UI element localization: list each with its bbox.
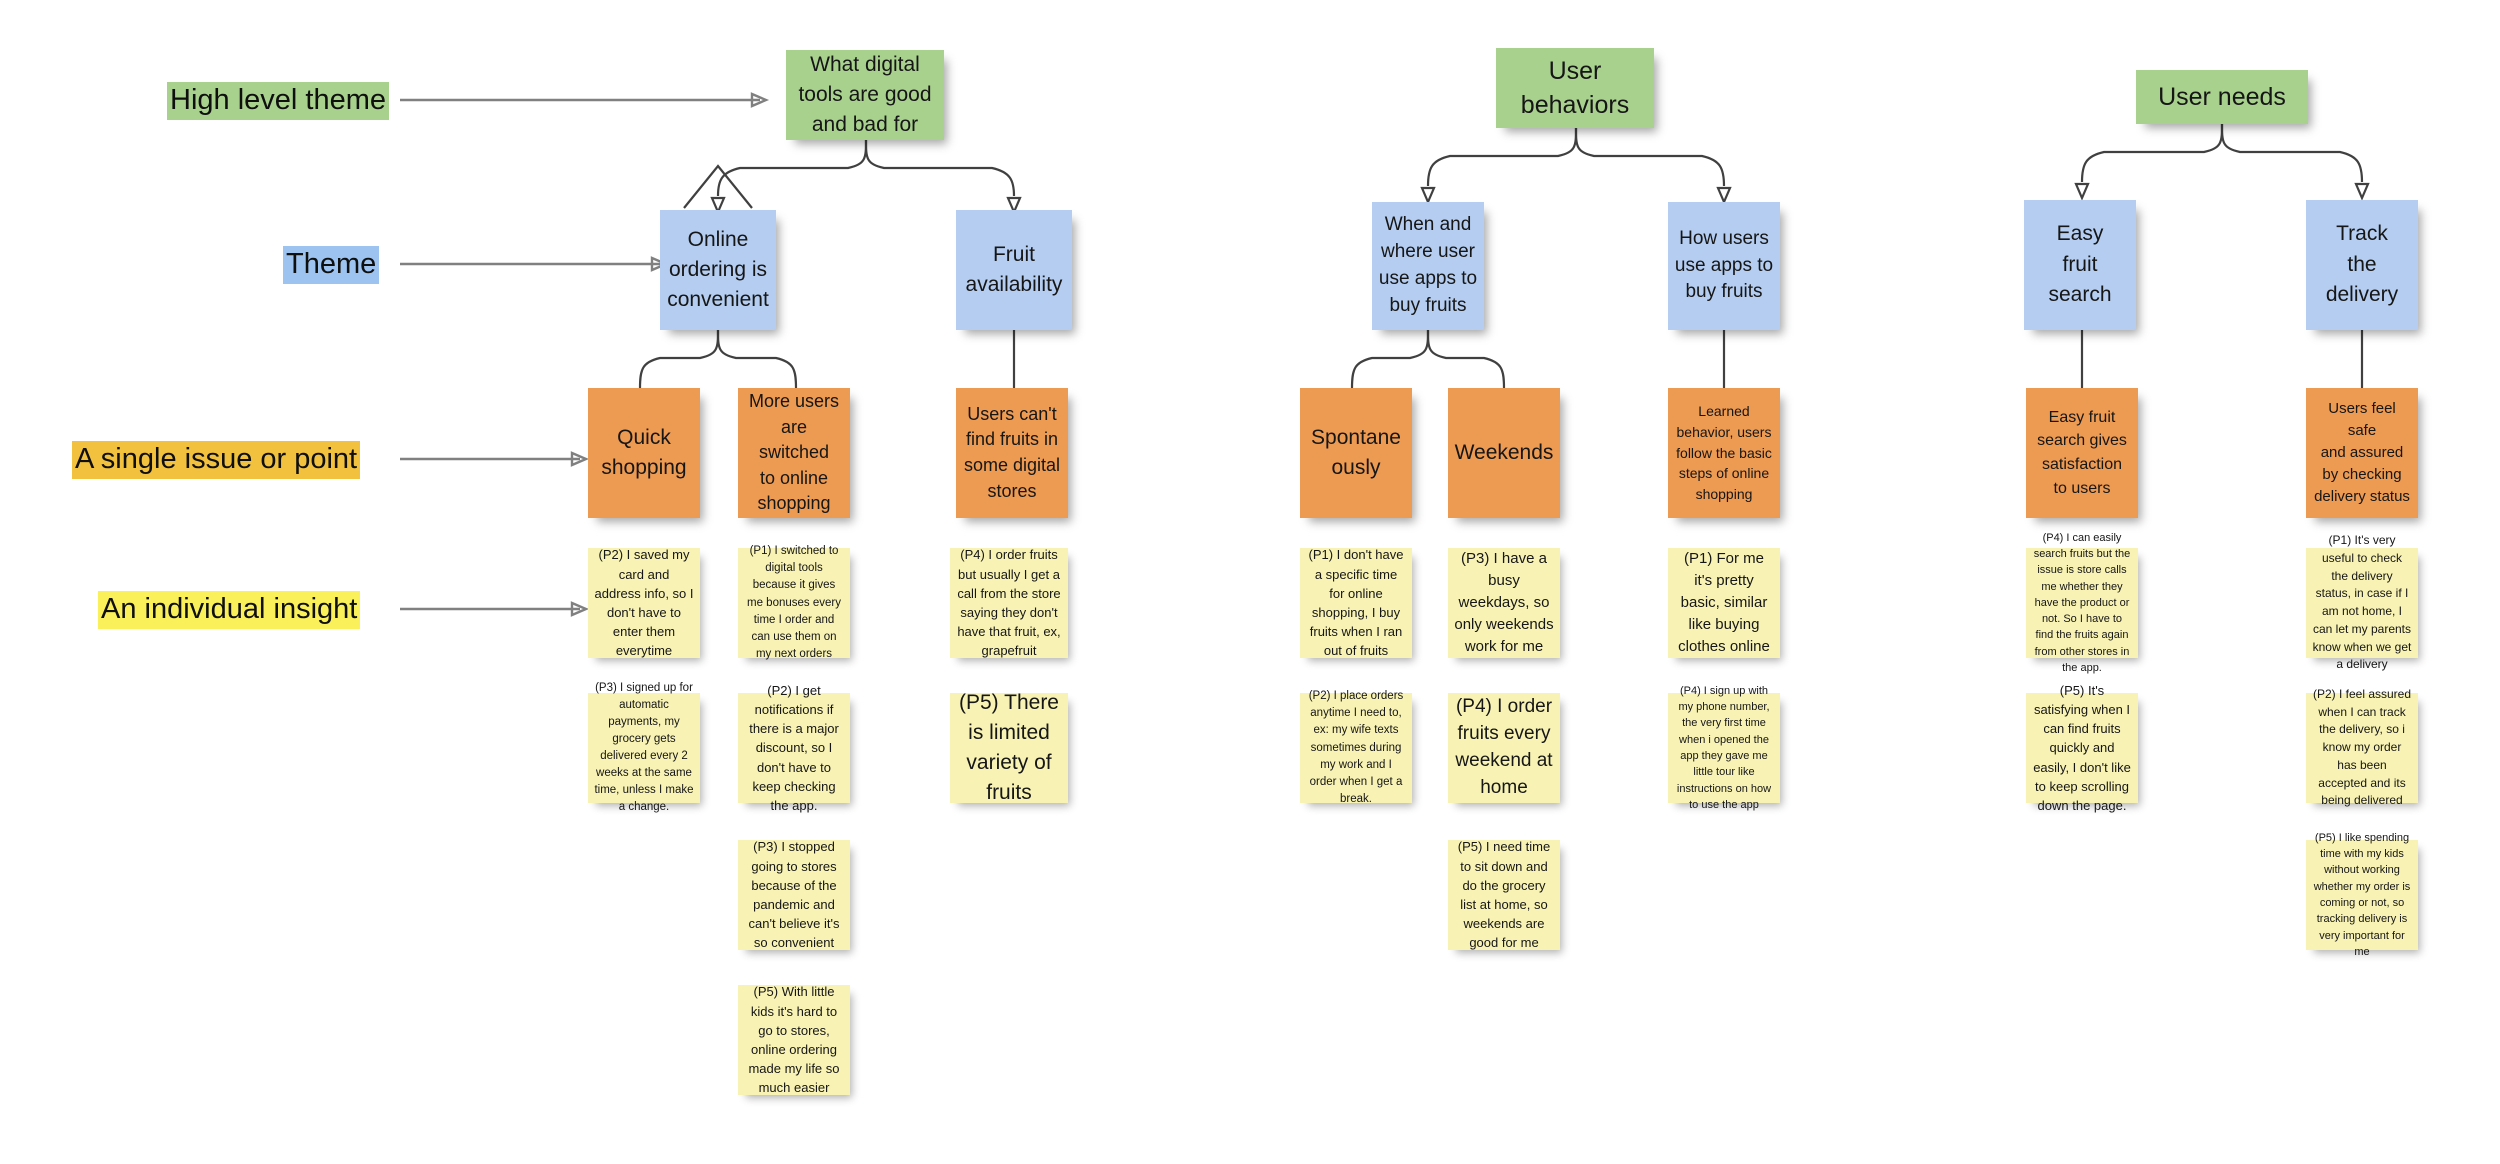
theme-card-how-users-use-apps[interactable]: How users use apps to buy fruits [1668,202,1780,330]
issue-card-weekends[interactable]: Weekends [1448,388,1560,518]
high-level-theme-card[interactable]: User behaviors [1496,48,1654,128]
legend-item-insight: An individual insight [98,591,361,630]
wires-group-user-behaviors-issues [1350,329,1726,389]
insight-note[interactable]: (P1) It's very useful to check the deliv… [2306,533,2418,671]
wires-group-digital-tools [683,139,1016,209]
legend-arrow-high-level-theme [400,92,770,108]
insight-note[interactable]: (P5) It's satisfying when I can find fru… [2026,683,2138,813]
insight-note[interactable]: (P5) There is limited variety of fruits [950,691,1068,804]
issue-card-feel-safe-assured[interactable]: Users feel safe and assured by checking … [2306,388,2418,518]
insight-note[interactable]: (P1) For me it's pretty basic, similar l… [1668,548,1780,658]
legend-arrow-insight [400,601,590,617]
insight-note[interactable]: (P1) I don't have a specific time for on… [1300,547,1412,658]
insight-note[interactable]: (P4) I can easily search fruits but the … [2026,532,2138,674]
insight-note[interactable]: (P2) I saved my card and address info, s… [588,547,700,658]
wires-group-user-needs [2080,123,2364,183]
theme-card-fruit-availability[interactable]: Fruit availability [956,210,1072,330]
insight-note[interactable]: (P3) I have a busy weekdays, so only wee… [1448,548,1560,658]
insight-note[interactable]: (P5) With little kids it's hard to go to… [738,984,850,1095]
wires-group-user-behaviors [1426,127,1726,187]
issue-card-quick-shopping[interactable]: Quick shopping [588,388,700,518]
issue-card-cant-find-fruits[interactable]: Users can't find fruits in some digital … [956,388,1068,518]
insight-note[interactable]: (P5) I need time to sit down and do the … [1448,839,1560,950]
theme-card-online-ordering[interactable]: Online ordering is convenient [660,210,776,330]
insight-note[interactable]: (P2) I place orders anytime I need to, e… [1300,690,1412,805]
insight-note[interactable]: (P4) I order fruits but usually I get a … [950,547,1068,658]
theme-card-when-and-where[interactable]: When and where user use apps to buy frui… [1372,202,1484,330]
legend-item-high-level-theme: High level theme [167,82,389,121]
issue-card-learned-behavior[interactable]: Learned behavior, users follow the basic… [1668,388,1780,518]
insight-note[interactable]: (P2) I feel assured when I can track the… [2306,687,2418,807]
issue-card-spontaneously[interactable]: Spontane ously [1300,388,1412,518]
insight-note[interactable]: (P3) I stopped going to stores because o… [738,839,850,950]
insight-note[interactable]: (P1) I switched to digital tools because… [738,545,850,660]
legend-item-theme: Theme [283,246,380,285]
high-level-theme-card[interactable]: What digital tools are good and bad for [786,50,944,140]
issue-card-easy-search-satisfaction[interactable]: Easy fruit search gives satisfaction to … [2026,388,2138,518]
legend-arrow-issue [400,451,590,467]
legend-item-issue: A single issue or point [72,441,361,480]
insight-note[interactable]: (P4) I sign up with my phone number, the… [1668,685,1780,811]
theme-card-track-the-delivery[interactable]: Track the delivery [2306,200,2418,330]
insight-note[interactable]: (P2) I get notifications if there is a m… [738,683,850,813]
high-level-theme-card[interactable]: User needs [2136,70,2308,124]
theme-card-easy-fruit-search[interactable]: Easy fruit search [2024,200,2136,330]
issue-card-more-users-switched[interactable]: More users are switched to online shoppi… [738,388,850,518]
wires-group-digital-tools-issues [638,329,1016,389]
legend-arrow-theme [400,256,670,272]
insight-note[interactable]: (P5) I like spending time with my kids w… [2306,832,2418,958]
insight-note[interactable]: (P3) I signed up for automatic payments,… [588,682,700,813]
wires-group-user-needs-issues [2080,330,2364,388]
insight-note[interactable]: (P4) I order fruits every weekend at hom… [1448,693,1560,803]
